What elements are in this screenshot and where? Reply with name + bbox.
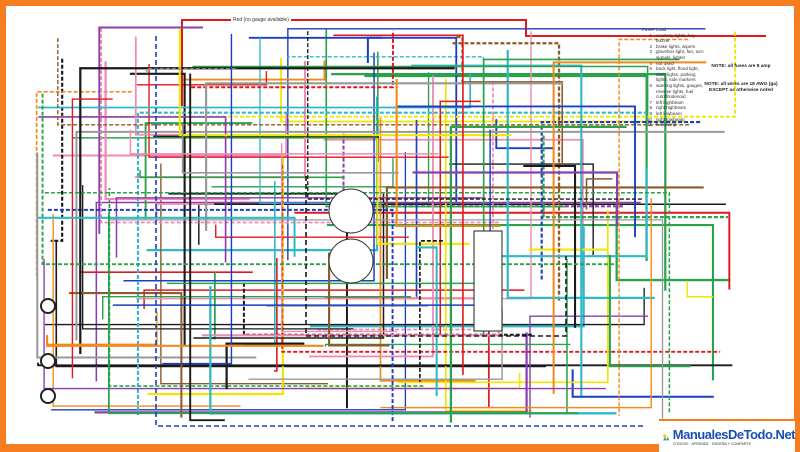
fuse-note: NOTE: all fuses are 8 amp bbox=[706, 64, 776, 70]
wire bbox=[687, 281, 713, 297]
fuse-legend-row: 3 glovebox light, fan, turn signals, ligh… bbox=[642, 49, 706, 60]
wire bbox=[38, 117, 225, 262]
fuse-number: 6 bbox=[642, 83, 652, 100]
wire bbox=[69, 293, 181, 418]
fuse-load: courtesy lights, key buzzer bbox=[656, 33, 706, 44]
fuse-load: fuel pump bbox=[656, 122, 706, 128]
logo-hands-icon bbox=[662, 423, 670, 451]
fuse-load: back light, flood light, dash lights, pa… bbox=[656, 66, 706, 83]
fuse-legend-row: 1 courtesy lights, key buzzer bbox=[642, 33, 706, 44]
lamp-icon bbox=[41, 299, 55, 313]
gauge-icon bbox=[329, 239, 373, 283]
wire bbox=[43, 94, 616, 265]
fuse-number: 11 bbox=[642, 122, 652, 128]
wire bbox=[149, 64, 449, 157]
wire bbox=[37, 152, 256, 357]
fuse-number: 1 bbox=[642, 33, 652, 44]
wire bbox=[449, 164, 593, 255]
wire bbox=[76, 132, 724, 340]
wire bbox=[496, 119, 554, 148]
wire bbox=[461, 82, 562, 165]
wire bbox=[135, 61, 305, 177]
watermark-logo: ManualesDeTodo.Net CONOCE · APRENDE · EN… bbox=[659, 419, 795, 452]
gauge-icon bbox=[329, 189, 373, 233]
wire bbox=[106, 61, 250, 199]
wire bbox=[183, 60, 324, 79]
wire bbox=[56, 241, 546, 367]
wire bbox=[529, 250, 607, 251]
wire bbox=[156, 36, 646, 426]
wire bbox=[587, 179, 613, 210]
wire bbox=[168, 194, 347, 409]
wire bbox=[103, 297, 411, 319]
wire bbox=[37, 92, 132, 276]
wire bbox=[267, 306, 428, 307]
lamp-icon bbox=[41, 354, 55, 368]
fuse-number: 3 bbox=[642, 49, 652, 60]
fuse-number: 5 bbox=[642, 66, 652, 83]
top-wire-label: Red (no gauge available) bbox=[231, 17, 291, 23]
wire bbox=[38, 363, 732, 366]
logo-tagline: CONOCE · APRENDE · ENSEÑA Y COMPARTE bbox=[673, 442, 795, 446]
wire bbox=[136, 37, 185, 135]
wire bbox=[610, 255, 691, 366]
wire bbox=[260, 38, 384, 204]
lamp-icon bbox=[41, 389, 55, 403]
wire bbox=[130, 130, 438, 154]
wire bbox=[420, 241, 443, 382]
wire bbox=[387, 187, 704, 279]
fuse-box-icon bbox=[474, 231, 502, 331]
fuse-legend-row: 11 fuel pump bbox=[642, 122, 706, 128]
wire bbox=[325, 298, 489, 408]
wire bbox=[243, 181, 275, 345]
wire bbox=[44, 259, 606, 388]
logo-brand: ManualesDeTodo.Net bbox=[673, 427, 795, 442]
wire bbox=[83, 185, 354, 329]
wire bbox=[364, 76, 646, 261]
wire bbox=[368, 38, 382, 63]
wire bbox=[161, 164, 328, 384]
wire bbox=[53, 112, 286, 155]
wire bbox=[80, 272, 253, 278]
wire-note: NOTE: all wires are 18 AWG (ga) EXCEPT a… bbox=[696, 82, 786, 94]
fuse-load: glovebox light, fan, turn signals, light… bbox=[656, 49, 706, 60]
wire bbox=[51, 59, 62, 241]
